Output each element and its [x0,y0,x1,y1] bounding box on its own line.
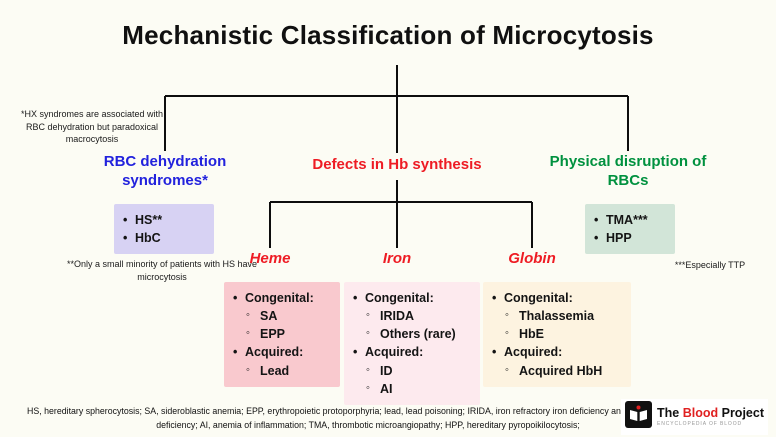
branch-physical-disruption-label: Physical disruption of RBCs [549,153,707,189]
list-item: Acquired HbH [491,362,623,380]
list-item: SA [232,307,332,325]
ttp-footnote: ***Especially TTP [674,260,746,270]
globin-box: Congenital: Thalassemia HbE Acquired: Ac… [483,282,631,387]
logo-name: The Blood Project [656,405,764,421]
branch-rbc-dehydration-label: RBC dehydration syndromes* [103,153,227,189]
logo-word-project: Project [721,405,764,420]
list-item: Congenital: [491,289,623,307]
logo-tagline: ENCYCLOPEDIA OF BLOOD [656,420,743,427]
iron-box: Congenital: IRIDA Others (rare) Acquired… [344,282,480,405]
globin-label: Globin [508,250,556,267]
abbreviations-footnote: HS, hereditary spherocytosis; SA, sidero… [27,406,709,430]
hx-footnote: *HX syndromes are associated with RBC de… [20,109,164,145]
list-item: Thalassemia [491,307,623,325]
rbc-dehydration-box: HS** HbC [114,204,214,255]
list-item: TMA*** [593,211,667,229]
list-item: HbC [122,229,206,247]
page-title: Mechanistic Classification of Microcytos… [122,20,654,50]
list-item: Others (rare) [352,325,472,343]
logo-word-the: The [656,405,680,420]
list-item: Acquired: [491,343,623,361]
physical-disruption-box: TMA*** HPP [585,204,675,255]
list-item: HPP [593,229,667,247]
hs-footnote: **Only a small minority of patients with… [66,259,258,282]
list-item: IRIDA [352,307,472,325]
list-item: Lead [232,362,332,380]
list-item: EPP [232,325,332,343]
list-item: HbE [491,325,623,343]
heme-box: Congenital: SA EPP Acquired: Lead [224,282,340,387]
iron-label: Iron [382,250,412,267]
blood-project-logo-text: The Blood Project ENCYCLOPEDIA OF BLOOD [656,405,764,427]
heme-label: Heme [249,250,291,267]
blood-project-logo: The Blood Project ENCYCLOPEDIA OF BLOOD [620,399,768,435]
list-item: Congenital: [232,289,332,307]
list-item: AI [352,380,472,398]
branch-hb-synthesis-label: Defects in Hb synthesis [312,156,482,173]
list-item: Acquired: [232,343,332,361]
list-item: Congenital: [352,289,472,307]
list-item: ID [352,362,472,380]
blood-project-logo-icon [624,401,652,433]
list-item: HS** [122,211,206,229]
logo-word-blood: Blood [682,405,719,420]
list-item: Acquired: [352,343,472,361]
